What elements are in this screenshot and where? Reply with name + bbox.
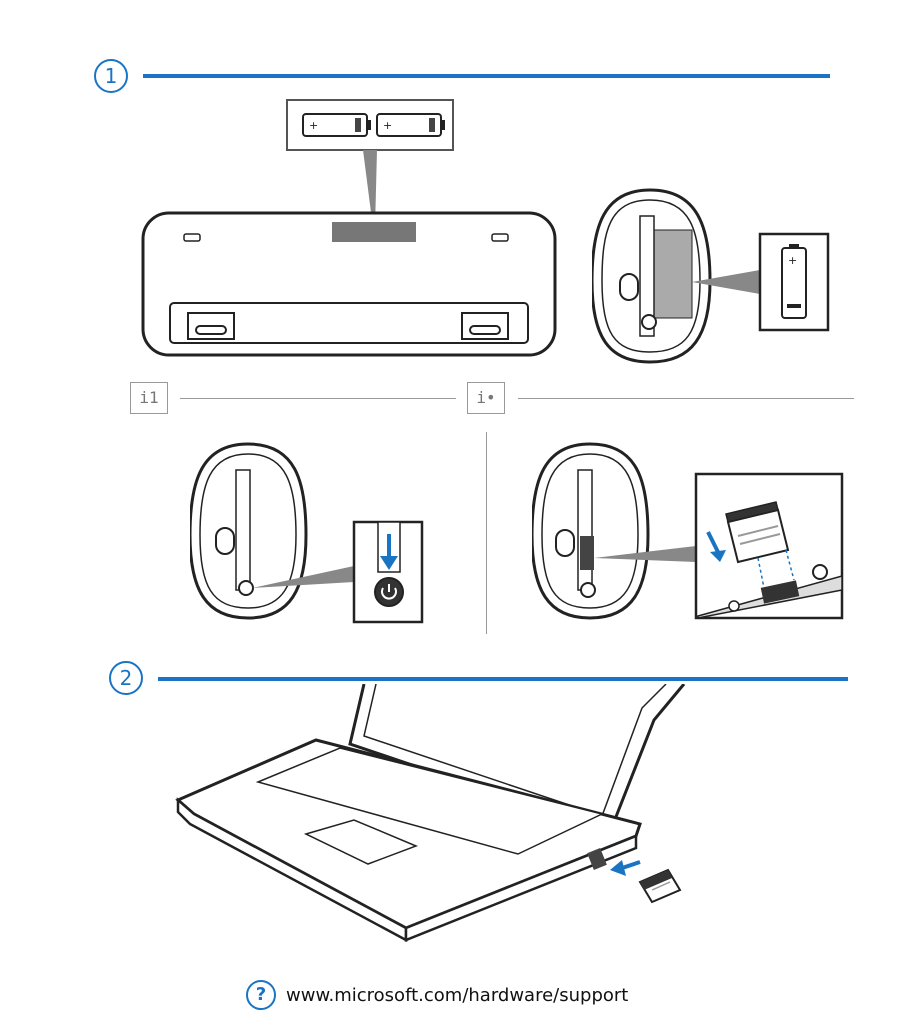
substep-a-divider <box>180 398 456 399</box>
step-2-number: 2 <box>109 661 143 695</box>
laptop-usb-diagram <box>170 684 710 954</box>
keyboard-foot-right <box>462 313 508 339</box>
mouse-transceiver-diagram <box>532 440 848 630</box>
support-url[interactable]: www.microsoft.com/hardware/support <box>286 985 628 1006</box>
support-footer: ? www.microsoft.com/hardware/support <box>246 980 628 1010</box>
step-1-divider <box>143 74 830 78</box>
step-1-number: 1 <box>94 59 128 93</box>
battery-icon: + <box>303 114 371 136</box>
help-circle-icon: ? <box>246 980 276 1010</box>
svg-text:+: + <box>383 119 392 132</box>
mouse-battery-diagram: + <box>592 186 842 366</box>
svg-text:+: + <box>788 254 797 267</box>
column-separator <box>486 432 487 634</box>
mouse-power-switch-diagram <box>190 440 430 630</box>
substep-b-label: i• <box>467 382 505 414</box>
battery-icon: + <box>377 114 445 136</box>
substep-b-divider <box>518 398 854 399</box>
keyboard-foot-left <box>188 313 234 339</box>
substep-a-label: i1 <box>130 382 168 414</box>
arrow-left-icon <box>610 860 640 876</box>
usb-transceiver-icon <box>640 870 680 902</box>
aa-battery-icon: + <box>782 244 806 318</box>
svg-text:+: + <box>309 119 318 132</box>
keyboard-underside <box>140 210 558 360</box>
power-icon <box>375 578 403 606</box>
step-2-divider <box>158 677 848 681</box>
